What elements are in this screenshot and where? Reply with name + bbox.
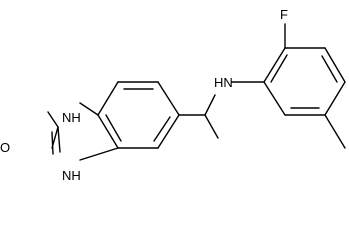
bond	[157, 81, 180, 116]
bond	[47, 111, 59, 128]
structure-canvas: F HN NH NH O	[0, 7, 346, 183]
double-bond-inner	[153, 116, 171, 142]
double-bond-inner	[321, 55, 338, 83]
bond	[324, 47, 346, 83]
ethyl-amine-linker	[178, 81, 265, 139]
bond	[204, 94, 216, 116]
carbonyl-bond	[51, 131, 54, 155]
ring-nh-top-label: NH	[62, 110, 81, 125]
double-bond-inner	[105, 114, 122, 142]
bond	[263, 47, 286, 83]
aryl-ring	[263, 23, 346, 149]
bond	[324, 81, 346, 116]
bond	[79, 147, 119, 161]
fluorine-label: F	[280, 7, 288, 22]
chemical-structure-diagram: F HN NH NH O	[0, 7, 346, 183]
methyl-bond	[324, 114, 346, 149]
benzo-ring	[97, 81, 180, 149]
double-bond-inner	[270, 54, 288, 83]
carbonyl-oxygen-label: O	[0, 140, 10, 155]
ring-nh-bottom-label: NH	[62, 168, 81, 183]
carbonyl-bond	[57, 126, 61, 153]
bond	[97, 81, 119, 116]
bond	[97, 114, 119, 149]
bond	[79, 102, 99, 116]
bond	[263, 81, 286, 116]
bond	[157, 114, 180, 149]
amine-nh-label: HN	[214, 75, 233, 90]
methyl-bond	[204, 114, 219, 139]
imidazolone-ring	[47, 102, 119, 161]
